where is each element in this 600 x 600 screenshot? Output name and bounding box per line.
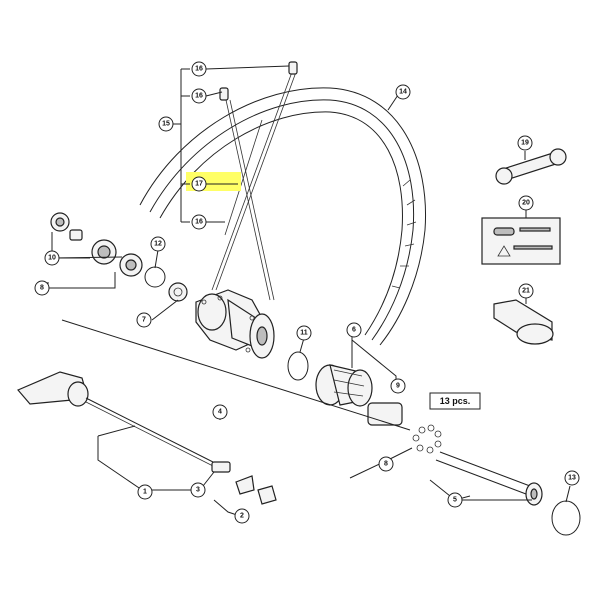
svg-text:16: 16 <box>195 219 203 226</box>
svg-text:8: 8 <box>384 461 388 468</box>
callout-20: 20 <box>518 195 534 211</box>
callout-16-top: 16 <box>191 61 207 77</box>
svg-text:1: 1 <box>143 489 147 496</box>
callout-2: 2 <box>234 508 250 524</box>
leader-lines <box>47 94 571 517</box>
rim <box>139 87 427 346</box>
svg-text:9: 9 <box>396 383 400 390</box>
svg-text:19: 19 <box>521 140 529 147</box>
svg-text:14: 14 <box>399 89 407 96</box>
svg-text:16: 16 <box>195 66 203 73</box>
callout-5: 5 <box>447 492 463 508</box>
svg-text:16: 16 <box>195 93 203 100</box>
callout-8-right: 8 <box>378 456 394 472</box>
svg-text:6: 6 <box>352 327 356 334</box>
quantity-note: 13 pcs. <box>440 396 471 406</box>
spoke-wrench <box>495 148 567 185</box>
callout-17: 17 <box>191 176 207 192</box>
svg-text:2: 2 <box>240 513 244 520</box>
spoke-nipple-top <box>288 61 298 75</box>
callout-16-mid: 16 <box>191 88 207 104</box>
callout-10-left: 10 <box>44 250 60 266</box>
callout-1: 1 <box>137 484 153 500</box>
svg-text:12: 12 <box>154 241 162 248</box>
svg-text:7: 7 <box>142 317 146 324</box>
callout-15: 15 <box>158 116 174 132</box>
rim-tape <box>493 299 554 345</box>
svg-text:5: 5 <box>453 497 457 504</box>
svg-text:13: 13 <box>568 475 576 482</box>
callout-12: 12 <box>150 236 166 252</box>
callout-9: 9 <box>390 378 406 394</box>
callout-21: 21 <box>518 283 534 299</box>
svg-text:20: 20 <box>522 200 530 207</box>
svg-text:3: 3 <box>196 487 200 494</box>
callout-19: 19 <box>517 135 533 151</box>
spoke-bracket <box>173 65 290 223</box>
svg-text:10: 10 <box>48 255 56 262</box>
callout-4: 4 <box>212 404 228 420</box>
callout-7: 7 <box>136 312 152 328</box>
svg-text:11: 11 <box>300 330 308 337</box>
spokes <box>211 71 297 301</box>
spoke-nipple-left <box>219 87 229 101</box>
callout-11: 11 <box>296 325 312 341</box>
svg-text:15: 15 <box>162 121 170 128</box>
quick-release <box>17 371 277 505</box>
freehub-body <box>315 364 403 426</box>
callout-8-left: 8 <box>34 280 50 296</box>
steel-balls <box>412 424 442 454</box>
svg-text:8: 8 <box>40 285 44 292</box>
left-bearing-parts <box>50 212 188 302</box>
svg-text:17: 17 <box>195 181 203 188</box>
svg-text:21: 21 <box>522 288 530 295</box>
lock-ring <box>551 500 581 536</box>
svg-text:4: 4 <box>218 409 222 416</box>
callout-16-bottom: 16 <box>191 214 207 230</box>
warning-label <box>481 217 561 265</box>
callout-14: 14 <box>395 84 411 100</box>
callout-13: 13 <box>564 470 580 486</box>
hub-body <box>195 289 275 359</box>
quantity-note-box <box>429 392 481 410</box>
o-ring <box>287 351 309 381</box>
callout-6: 6 <box>346 322 362 338</box>
callout-3: 3 <box>190 482 206 498</box>
